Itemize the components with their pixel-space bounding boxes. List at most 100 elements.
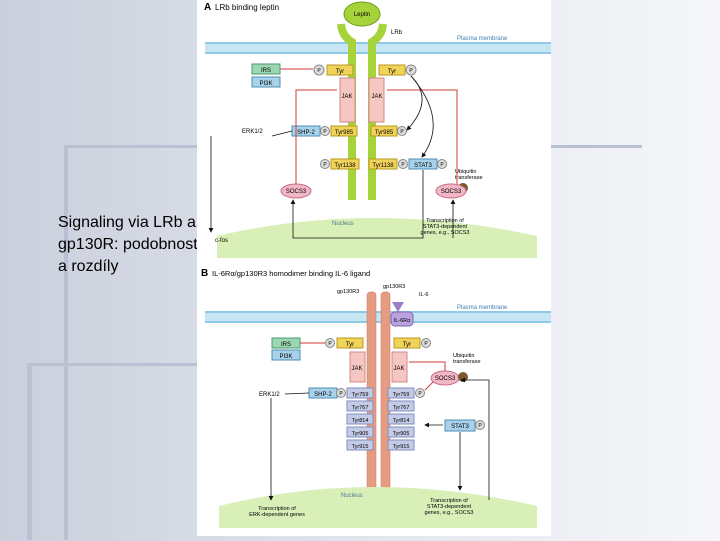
jak-a-right: [368, 77, 385, 123]
svg-text:SOCS3: SOCS3: [286, 189, 307, 195]
panel-a: A LRb binding leptin Plasma membrane Lep…: [204, 1, 551, 258]
plasma-membrane-b-label: Plasma membrane: [457, 305, 508, 311]
jak-a-left: [339, 77, 356, 123]
decor-bar-left: [27, 363, 32, 540]
signaling-diagram: A LRb binding leptin Plasma membrane Lep…: [201, 1, 551, 528]
nucleus-b-label: Nucleus: [341, 493, 363, 499]
tyr759-left: [346, 387, 374, 399]
pi3k-box-a: [251, 76, 281, 88]
tyr985-box-a-left: [330, 125, 358, 137]
nucleus-a-label: Nucleus: [332, 221, 354, 227]
svg-text:Tyr905: Tyr905: [393, 431, 410, 437]
svg-text:Tyr: Tyr: [346, 342, 354, 348]
svg-text:P: P: [328, 341, 332, 347]
svg-text:SOCS3: SOCS3: [441, 189, 462, 195]
svg-text:IL-6Rα: IL-6Rα: [394, 318, 411, 324]
lrb-chain-left: [337, 23, 356, 200]
tyr-box-b-left: [336, 337, 364, 349]
svg-text:SHP-2: SHP-2: [297, 130, 315, 136]
svg-text:JAK: JAK: [341, 94, 352, 100]
erk-label-a: ERK1/2: [242, 129, 263, 135]
tyr-box-a-left: [326, 64, 354, 76]
tyr1138-box-a-left: [330, 158, 360, 170]
tyr905-left: [346, 426, 374, 438]
svg-text:Tyr: Tyr: [388, 69, 396, 75]
gp130-left-label: gp130R3: [337, 289, 359, 295]
svg-text:Tyr: Tyr: [403, 342, 411, 348]
svg-text:Tyr1138: Tyr1138: [372, 163, 394, 169]
jak-b-left: [349, 351, 366, 383]
svg-text:Tyr985: Tyr985: [375, 130, 394, 136]
svg-text:P: P: [317, 68, 321, 74]
svg-text:Tyr: Tyr: [336, 69, 344, 75]
jak-b-right: [391, 351, 408, 383]
svg-text:Tyr915: Tyr915: [352, 444, 369, 450]
gp130-right-label: gp130R3: [383, 284, 405, 290]
tyr-list-b: Tyr759 Tyr767 Tyr814 Tyr905 Tyr915 Tyr75…: [346, 387, 415, 451]
svg-text:P: P: [323, 162, 327, 168]
slide-title: Signaling via LRb a gp130R: podobnosti a…: [58, 214, 202, 275]
phospho-a2: [405, 64, 417, 76]
tyr814-right: [387, 413, 415, 425]
svg-text:Tyr767: Tyr767: [352, 405, 369, 411]
tyr905-right: [387, 426, 415, 438]
leptin-ligand: [343, 1, 381, 27]
svg-text:STAT3: STAT3: [414, 163, 432, 169]
panel-b-letter: B: [201, 268, 208, 279]
plasma-membrane-a: [205, 43, 551, 53]
svg-text:SOCS3: SOCS3: [435, 376, 456, 382]
tyr767-right: [387, 400, 415, 412]
panel-a-letter: A: [204, 2, 211, 13]
leptin-label: Leptin: [354, 12, 370, 18]
tyr814-left: [346, 413, 374, 425]
panel-b-heading: IL-6Rα/gp130R3 homodimer binding IL-6 li…: [212, 269, 370, 278]
svg-text:P: P: [323, 129, 327, 135]
tyr-box-a-right: [378, 64, 406, 76]
decor-bar-mid: [64, 145, 68, 540]
lrb-label: LRb: [391, 30, 403, 36]
svg-text:P: P: [409, 68, 413, 74]
svg-text:Tyr767: Tyr767: [393, 405, 410, 411]
il6-ligand: [392, 302, 404, 312]
plasma-membrane-b: [205, 312, 551, 322]
tyr915-right: [387, 439, 415, 451]
ubiquitin-b-icon: [458, 372, 468, 382]
svg-text:JAK: JAK: [393, 366, 404, 372]
svg-text:PI3K: PI3K: [259, 81, 272, 87]
svg-text:P: P: [401, 162, 405, 168]
lrb-chain-right: [368, 23, 387, 200]
svg-text:P: P: [400, 129, 404, 135]
svg-text:SHP-2: SHP-2: [314, 392, 332, 398]
svg-text:P: P: [339, 391, 343, 397]
svg-text:Tyr985: Tyr985: [335, 130, 354, 136]
svg-text:Tyr1138: Tyr1138: [334, 163, 356, 169]
erk-label-b: ERK1/2: [259, 392, 280, 398]
tyr915-left: [346, 439, 374, 451]
svg-text:Tyr814: Tyr814: [352, 418, 369, 424]
svg-text:IRS: IRS: [261, 68, 271, 74]
figure: A LRb binding leptin Plasma membrane Lep…: [197, 0, 551, 536]
svg-text:P: P: [424, 341, 428, 347]
svg-text:P: P: [478, 423, 482, 429]
pi3k-box-b: [271, 349, 301, 361]
svg-text:STAT3: STAT3: [451, 424, 469, 430]
panel-b: B IL-6Rα/gp130R3 homodimer binding IL-6 …: [201, 268, 551, 528]
svg-text:Tyr759: Tyr759: [352, 392, 369, 398]
svg-text:P: P: [440, 162, 444, 168]
nucleus-b: [219, 487, 537, 528]
svg-text:P: P: [418, 391, 422, 397]
svg-text:JAK: JAK: [371, 94, 382, 100]
plasma-membrane-a-label: Plasma membrane: [457, 36, 508, 42]
svg-text:Tyr814: Tyr814: [393, 418, 410, 424]
svg-text:PI3K: PI3K: [279, 354, 292, 360]
socs3-a-right: [435, 183, 467, 199]
svg-text:Tyr905: Tyr905: [352, 431, 369, 437]
tyr759-right: [387, 387, 415, 399]
il6r-alpha: [390, 311, 414, 327]
phospho-a1: [313, 64, 325, 76]
tyr-box-b-right: [393, 337, 421, 349]
il6-label: IL-6: [419, 292, 428, 298]
